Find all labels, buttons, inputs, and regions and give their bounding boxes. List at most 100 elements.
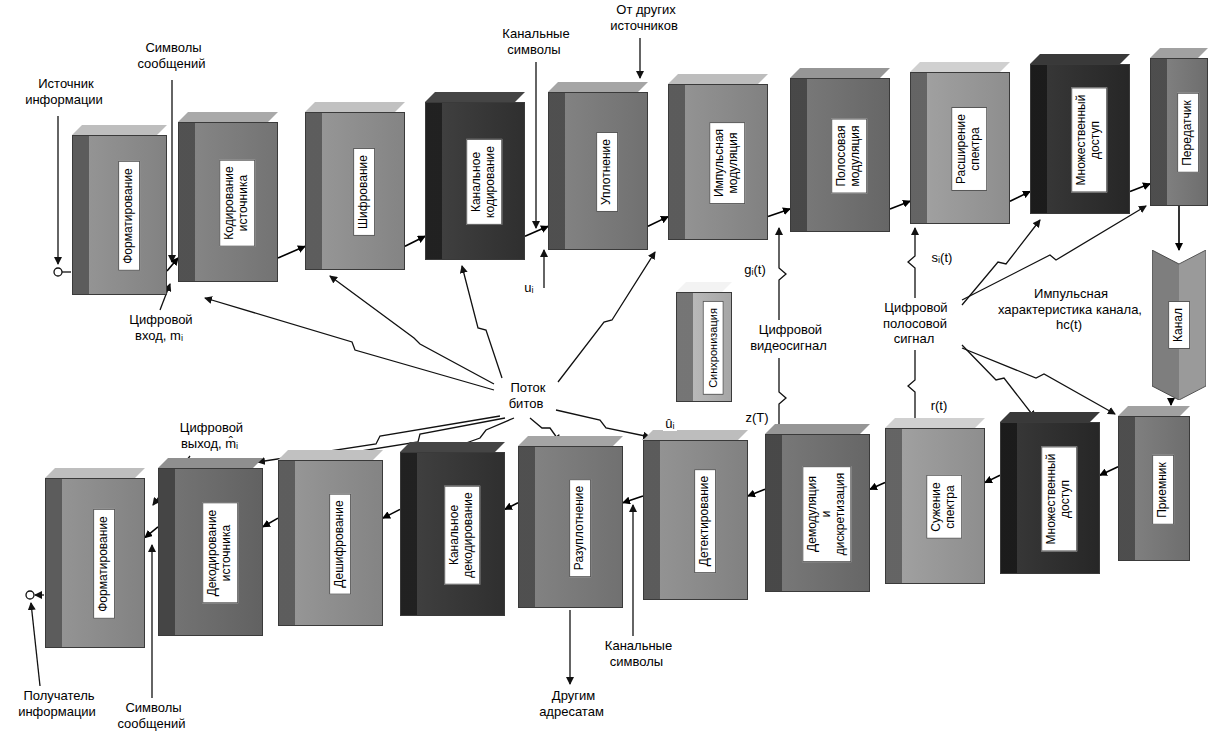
box-label: Канальное кодирование (466, 139, 502, 225)
process-box: Разуплотнение (518, 446, 623, 608)
signal-arrow (962, 348, 1115, 414)
box-label: Синхронизация (703, 301, 724, 395)
annotation-label: Канальные символы (490, 26, 580, 57)
label-text: Канальные символы (603, 638, 672, 669)
label-text: Другим адресатам (539, 688, 606, 719)
signal-connector (1010, 192, 1030, 202)
bitstream-arrow (205, 298, 494, 390)
annotation-label: Символы сообщений (125, 40, 220, 71)
process-box: Приемник (1118, 416, 1190, 561)
signal-connector (505, 503, 518, 510)
label-text: Цифровой видеосигнал (750, 322, 829, 353)
channel-shape: Канал (1152, 250, 1206, 400)
annotation-label: Цифровой полосовой сигнал (870, 300, 960, 347)
label-text: uᵢ (522, 280, 535, 295)
annotation-label: z(T) (738, 410, 776, 426)
leader-line (62, 271, 71, 272)
output-terminal (26, 591, 34, 599)
signal-arrow (779, 358, 786, 431)
process-box: Расширение спектра (910, 72, 1010, 224)
bitstream-arrow (462, 266, 502, 378)
process-box: Сужение спектра (885, 428, 985, 584)
signal-connector (623, 496, 643, 503)
signal-connector (748, 489, 765, 496)
box-label: Форматирование (118, 161, 140, 271)
label-text: ûᵢ (663, 416, 676, 431)
signal-arrow (908, 350, 915, 426)
label-text: gᵢ(t) (742, 262, 768, 277)
label-text: От других источников (610, 2, 680, 33)
annotation-label: От других источников (595, 2, 695, 33)
label-text: Символы сообщений (117, 700, 187, 731)
process-box: Импульсная модуляция (668, 84, 768, 240)
label-text: Импульсная характеристика канала, hc(t) (998, 286, 1142, 332)
signal-connector (890, 201, 910, 209)
annotation-label: Импульсная характеристика канала, hc(t) (995, 286, 1145, 333)
signal-arrow (908, 228, 915, 298)
label-text: Цифровой вход, mᵢ (127, 312, 192, 343)
leader-line (632, 505, 633, 636)
leader-line (171, 80, 172, 262)
signal-connector (383, 509, 400, 518)
signal-connector (263, 518, 278, 527)
leader-group (26, 38, 1146, 698)
box-label: Уплотнение (596, 132, 618, 212)
process-box: Множественный доступ (1030, 64, 1130, 214)
box-label: Детектирование (694, 469, 716, 573)
signal-connector (1178, 206, 1180, 250)
box-label: Передатчик (1177, 93, 1199, 173)
label-text: Символы сообщений (137, 40, 207, 71)
process-box: Демодуляция и дискретизация (765, 434, 870, 592)
signal-connector (768, 209, 790, 217)
signal-connector (870, 483, 885, 490)
process-box: Канальное декодирование (400, 452, 505, 616)
annotation-label: Цифровой вход, mᵢ (110, 312, 210, 343)
box-label: Декодирование источника (202, 503, 238, 604)
signal-connector (525, 226, 548, 236)
box-label: Полосовая модуляция (831, 118, 867, 193)
annotation-label: sᵢ(t) (922, 250, 962, 266)
signal-connector (1170, 400, 1172, 405)
channel-outline (1152, 250, 1206, 400)
signal-connector (405, 236, 425, 246)
box-label: Множественный доступ (1041, 447, 1077, 552)
process-box: Передатчик (1150, 58, 1208, 206)
annotation-label: Другим адресатам (525, 688, 620, 719)
signal-connector (278, 246, 305, 258)
signal-connector (648, 217, 668, 227)
bitstream-arrow (558, 252, 655, 382)
box-label: Разуплотнение (569, 479, 591, 577)
box-label: Канальное декодирование (444, 485, 480, 584)
label-text: r(t) (929, 398, 950, 413)
box-label: Форматирование (93, 509, 115, 619)
box-label: Расширение спектра (951, 107, 987, 191)
process-box: Множественный доступ (1000, 422, 1100, 574)
process-box: Кодирование источника (178, 122, 278, 282)
box-label: Сужение спектра (926, 475, 962, 539)
box-label: Демодуляция и дискретизация (802, 466, 851, 562)
signal-arrow (962, 345, 1035, 418)
leader-line (639, 38, 640, 78)
bitstream-arrow (556, 410, 650, 437)
box-label: Приемник (1152, 455, 1174, 525)
process-box: Полосовая модуляция (790, 78, 890, 232)
leader-line (35, 594, 44, 595)
label-text: Цифровой выход, m̂ᵢ (178, 420, 243, 451)
leader-line (57, 116, 58, 264)
process-box: Форматирование (45, 478, 145, 648)
annotation-label: gᵢ(t) (736, 262, 774, 278)
box-label: Дешифрование (329, 493, 351, 594)
leader-line (31, 603, 40, 686)
label-text: Получатель информации (18, 688, 98, 719)
annotation-label: Цифровой выход, m̂ᵢ (168, 420, 253, 451)
process-box: Канальное кодирование (425, 102, 525, 260)
signal-connector (985, 475, 1000, 482)
input-terminal (54, 268, 62, 276)
annotation-label: uᵢ (518, 280, 540, 296)
process-box: Дешифрование (278, 460, 383, 626)
signal-connector (1130, 184, 1150, 192)
signal-connector (145, 527, 158, 538)
process-box: Декодирование источника (158, 468, 263, 636)
box-label: Импульсная модуляция (709, 122, 745, 204)
